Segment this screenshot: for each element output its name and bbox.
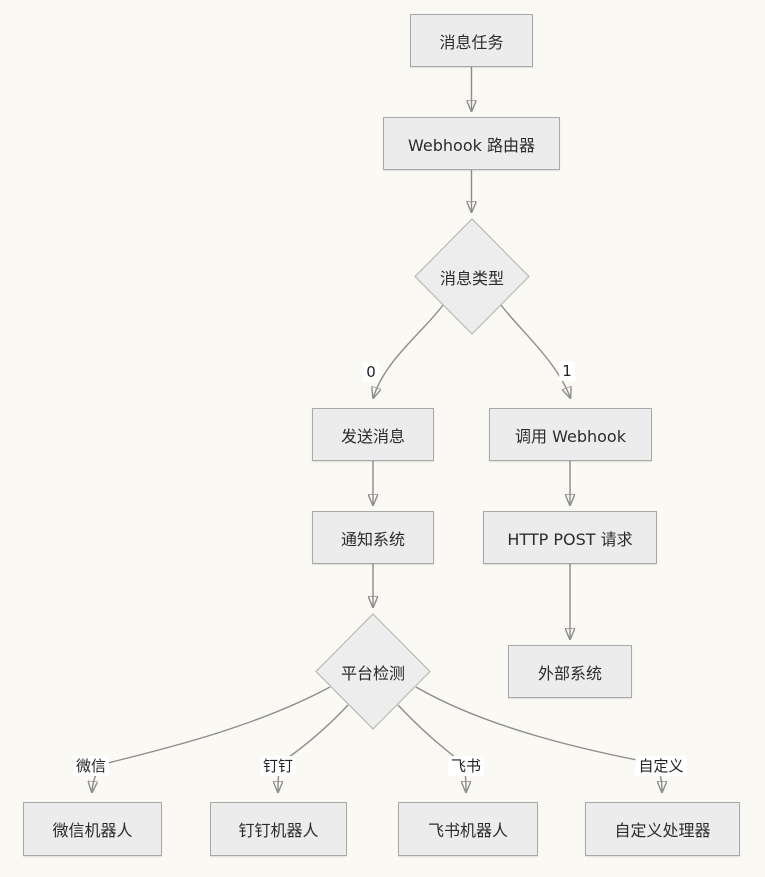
node-external-system-label: 外部系统 [537, 663, 602, 683]
node-send-message-label: 发送消息 [340, 426, 405, 446]
node-dingtalk-bot: 钉钉机器人 [210, 802, 347, 856]
node-custom-handler: 自定义处理器 [585, 802, 740, 856]
node-feishu-bot-label: 飞书机器人 [427, 821, 508, 840]
edge-label-custom: 自定义 [635, 756, 687, 776]
edge-label-dingtalk: 钉钉 [259, 756, 297, 776]
node-http-post: HTTP POST 请求 [483, 511, 657, 564]
diamond-shape [315, 613, 431, 730]
node-call-webhook-label: 调用 Webhook [515, 426, 626, 446]
node-webhook-router-label: Webhook 路由器 [408, 135, 535, 155]
node-call-webhook: 调用 Webhook [489, 408, 652, 461]
edge-type-to-call [500, 304, 570, 397]
edge-type-to-send [374, 304, 444, 397]
edge-label-feishu: 飞书 [447, 756, 485, 776]
node-wechat-bot-label: 微信机器人 [52, 821, 133, 840]
node-message-task: 消息任务 [410, 14, 533, 67]
node-http-post-label: HTTP POST 请求 [507, 529, 633, 549]
node-platform-detect: 平台检测 [315, 613, 431, 730]
diamond-shape [414, 218, 530, 335]
node-wechat-bot: 微信机器人 [23, 802, 162, 856]
node-notify-system: 通知系统 [312, 511, 434, 564]
node-webhook-router: Webhook 路由器 [383, 117, 560, 170]
node-message-type-label: 消息类型 [439, 268, 504, 288]
node-message-type: 消息类型 [414, 218, 530, 335]
node-send-message: 发送消息 [312, 408, 434, 461]
node-external-system: 外部系统 [508, 645, 632, 698]
node-message-task-label: 消息任务 [439, 32, 504, 52]
node-platform-detect-label: 平台检测 [340, 663, 405, 683]
edge-label-branch-0: 0 [363, 362, 379, 382]
node-feishu-bot: 飞书机器人 [398, 802, 538, 856]
node-dingtalk-bot-label: 钉钉机器人 [238, 821, 319, 840]
node-custom-handler-label: 自定义处理器 [614, 821, 711, 840]
edge-label-wechat: 微信 [72, 756, 110, 776]
edge-label-branch-1: 1 [559, 361, 575, 381]
node-notify-system-label: 通知系统 [340, 529, 405, 549]
